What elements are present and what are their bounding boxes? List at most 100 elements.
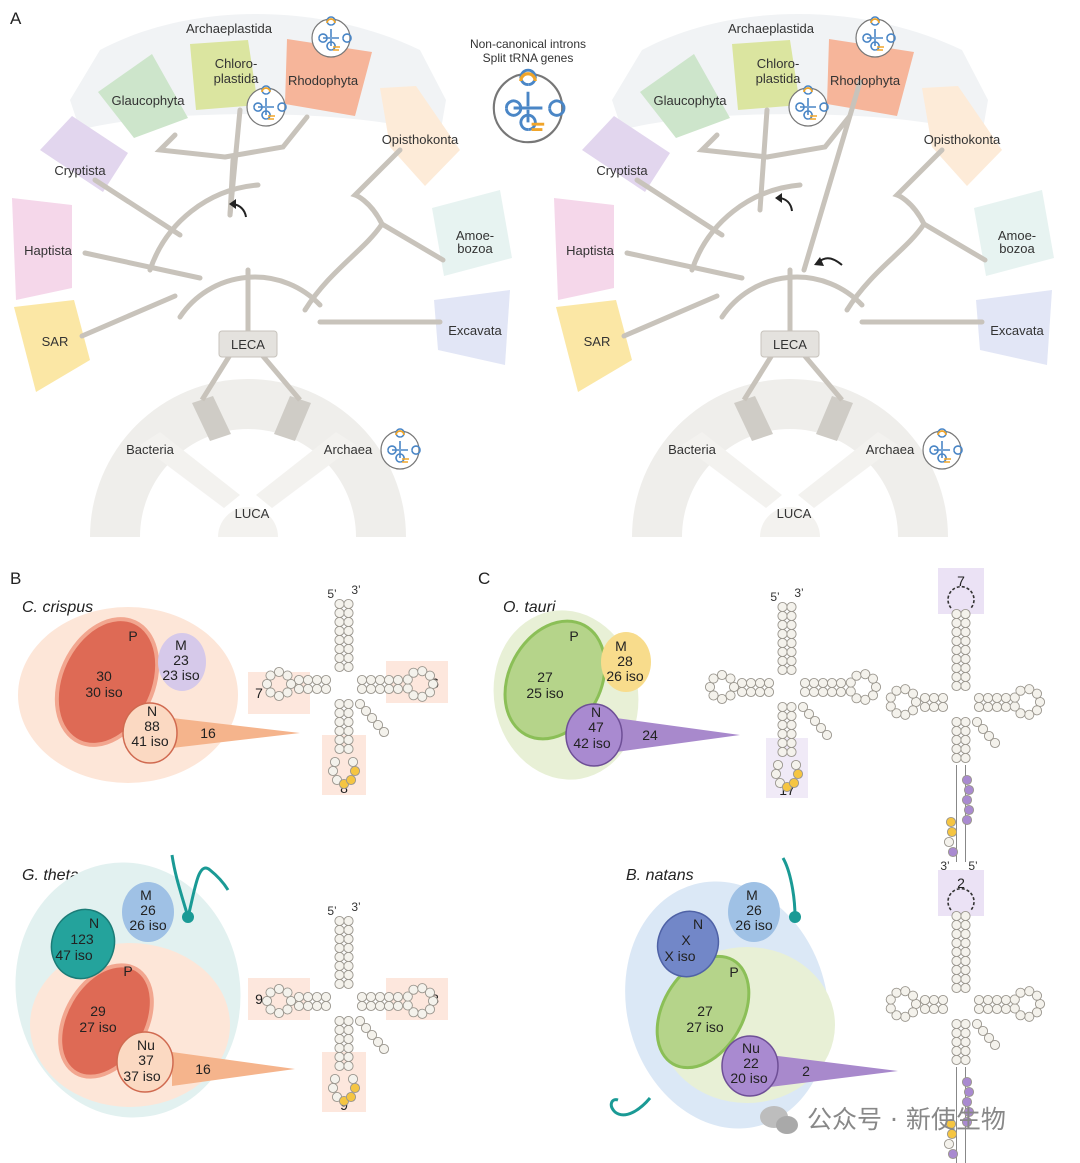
- crispus-trna-structure: 7685’3’: [248, 583, 448, 796]
- natans-flagellum-bottom: [609, 1097, 652, 1117]
- glaucophyta-wedge: [640, 54, 730, 138]
- t-loop: [1024, 684, 1035, 695]
- d-loop: [728, 681, 740, 693]
- split-trailer-nt: [943, 1138, 955, 1150]
- nucleotide: [991, 692, 1003, 704]
- nucleotide: [960, 752, 971, 764]
- nucleotide: [973, 701, 985, 713]
- natans-nucleus: [656, 910, 720, 978]
- anticodon-loop-nt: [788, 777, 800, 789]
- nucleotide: [356, 674, 368, 686]
- theta-mito: [122, 882, 174, 942]
- natans-split-five-prime: 5’: [968, 1161, 977, 1163]
- theta-n-label: N: [89, 915, 99, 931]
- theta-flagella: [170, 854, 230, 918]
- nucleotide: [982, 1003, 994, 1015]
- haptista-branch: [624, 250, 745, 281]
- d-loop: [910, 998, 922, 1010]
- t-loop: [1024, 709, 1035, 720]
- natans-p-count: 27: [697, 1003, 713, 1019]
- nucleotide: [777, 728, 788, 740]
- d-loop: [708, 673, 719, 684]
- anticodon-loop-nt: [770, 768, 782, 780]
- chloroplastida-wedge: [732, 40, 800, 110]
- nucleotide: [777, 664, 788, 676]
- nucleotide: [786, 637, 797, 649]
- crispus-n-iso: 41 iso: [131, 733, 169, 749]
- glaucophyta-label: Glaucophyta: [112, 93, 186, 108]
- nucleotide: [983, 1032, 995, 1044]
- nucleotide: [797, 701, 809, 713]
- nucleotide: [777, 610, 788, 622]
- nucleotide: [786, 628, 797, 640]
- nucleotide: [356, 683, 368, 695]
- theta-group: G. theta P 29 27 iso N 123 47 iso M 26 2…: [15, 854, 448, 1118]
- crispus-nucleus: [122, 702, 178, 764]
- bacteria-stem-block: [192, 396, 231, 441]
- natans-nucleomorph: [721, 1035, 779, 1097]
- excavata-label: Excavata: [990, 323, 1044, 338]
- right-arc: [844, 221, 927, 313]
- cryptista-wedge: [40, 116, 128, 192]
- glaucophyta-label: Glaucophyta: [654, 93, 728, 108]
- nucleotide: [736, 686, 748, 698]
- nucleotide: [311, 991, 323, 1003]
- anticodon-loop-nt: [790, 759, 802, 771]
- d-loop: [285, 995, 297, 1007]
- nucleotide: [334, 707, 345, 719]
- amoebozoa-label-2: bozoa: [999, 241, 1035, 256]
- nucleotide: [951, 743, 962, 755]
- sar-wedge: [14, 300, 90, 392]
- d-loop: [725, 690, 736, 701]
- t-loop: [417, 666, 428, 677]
- nucleotide: [360, 705, 372, 717]
- theta-nu-count: 37: [138, 1052, 154, 1068]
- d-loop: [282, 1004, 293, 1015]
- tauri-m-count: 28: [617, 653, 633, 669]
- nucleotide: [334, 698, 345, 710]
- nucleotide: [374, 991, 386, 1003]
- t-loop: [1015, 685, 1026, 696]
- nucleotide: [937, 994, 949, 1006]
- nucleotide: [951, 725, 962, 737]
- natans-split-intron-arc: [947, 887, 975, 911]
- nucleotide: [343, 707, 354, 719]
- nucleotide: [320, 683, 332, 695]
- amoebozoa-wedge: [974, 190, 1054, 276]
- rhodophyta-connect: [764, 114, 852, 160]
- natans-basal-body: [789, 911, 801, 923]
- nucleotide: [960, 680, 971, 692]
- t-loop: [1031, 705, 1043, 716]
- nucleotide: [951, 1054, 962, 1066]
- natans-nu-iso: 20 iso: [730, 1070, 768, 1086]
- transfer-arrow-head: [229, 199, 236, 209]
- archaea-label: Archaea: [324, 442, 373, 457]
- d-loop: [265, 1004, 276, 1015]
- chloroplastida-label-2: plastida: [756, 71, 802, 86]
- t-loop: [851, 693, 862, 704]
- nucleotide: [991, 994, 1003, 1006]
- nucleotide: [383, 1000, 395, 1012]
- tauri-p-iso: 25 iso: [526, 685, 564, 701]
- split-leader-nt: [961, 1076, 973, 1088]
- d-loop: [900, 709, 911, 720]
- glaucophyta-branch: [696, 132, 770, 160]
- d-loop: [282, 670, 293, 681]
- d-loop: [261, 995, 273, 1007]
- d-loop: [910, 696, 922, 708]
- nucleotide: [973, 994, 985, 1006]
- d-loop: [273, 1007, 285, 1019]
- nucleotide: [343, 1042, 354, 1054]
- nucleotide: [383, 683, 395, 695]
- nucleotide: [960, 946, 971, 958]
- nucleotide: [777, 710, 788, 722]
- luca-ring: [90, 379, 406, 537]
- excavata-wedge: [434, 290, 510, 365]
- amoebozoa-label-1: Amoe-: [998, 228, 1036, 243]
- d-loop: [900, 684, 911, 695]
- rhodophyta-connect: [222, 114, 310, 160]
- haptista-wedge: [12, 198, 72, 300]
- nucleotide: [366, 1029, 378, 1041]
